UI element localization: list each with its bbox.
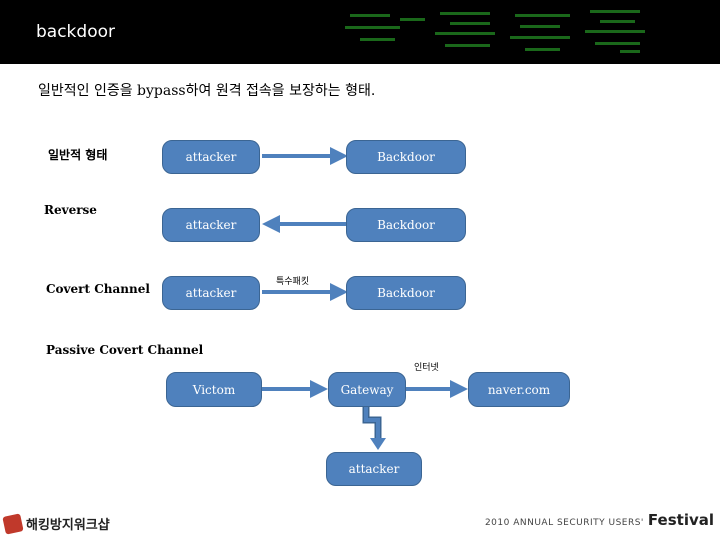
node-text: Backdoor — [377, 150, 435, 164]
node-general-attacker: attacker — [162, 140, 260, 174]
node-text: Victom — [192, 382, 236, 397]
label-passive: Passive Covert Channel — [46, 343, 204, 357]
node-text: naver.com — [487, 382, 551, 397]
slide-title: backdoor — [36, 22, 115, 42]
label-covert: Covert Channel — [46, 282, 150, 296]
hacking-workshop-logo-icon — [2, 513, 24, 535]
node-victim: Victom — [166, 372, 262, 407]
matrix-pattern-decoration — [330, 0, 720, 64]
node-text: attacker — [348, 462, 400, 476]
label-internet: 인터넷 — [414, 363, 439, 373]
arrow-gateway-destination — [406, 380, 468, 398]
node-destination: naver.com — [468, 372, 570, 407]
node-gateway: Gateway — [328, 372, 406, 407]
node-text: Backdoor — [377, 218, 435, 232]
node-covert-attacker: attacker — [162, 276, 260, 310]
slide-header: backdoor — [0, 0, 720, 64]
slide-subtitle: 일반적인 인증을 bypass하여 원격 접속을 보장하는 형태. — [38, 83, 376, 99]
label-special-packet: 특수패킷 — [276, 277, 310, 287]
node-reverse-attacker: attacker — [162, 208, 260, 242]
arrow-covert — [262, 283, 348, 301]
node-covert-backdoor: Backdoor — [346, 276, 466, 310]
node-reverse-backdoor: Backdoor — [346, 208, 466, 242]
footer-event-text: 2010 ANNUAL SECURITY USERS' — [484, 518, 644, 528]
footer-logo: 해킹방지워크샵 — [2, 512, 114, 535]
node-passive-attacker: attacker — [326, 452, 422, 486]
node-text: attacker — [185, 286, 237, 300]
node-text: attacker — [185, 150, 237, 164]
arrow-reverse — [262, 215, 348, 233]
label-general: 일반적 형태 — [48, 148, 108, 162]
footer-event: 2010 ANNUAL SECURITY USERS'Festival — [485, 510, 714, 529]
arrow-victim-gateway — [262, 380, 328, 398]
node-text: Gateway — [340, 382, 394, 397]
footer-logo-text: 해킹방지워크샵 — [26, 518, 110, 533]
arrow-general — [262, 147, 348, 165]
node-text: Backdoor — [377, 286, 435, 300]
node-general-backdoor: Backdoor — [346, 140, 466, 174]
label-reverse: Reverse — [44, 203, 97, 217]
node-text: attacker — [185, 218, 237, 232]
footer-event-brand: Festival — [647, 511, 714, 529]
